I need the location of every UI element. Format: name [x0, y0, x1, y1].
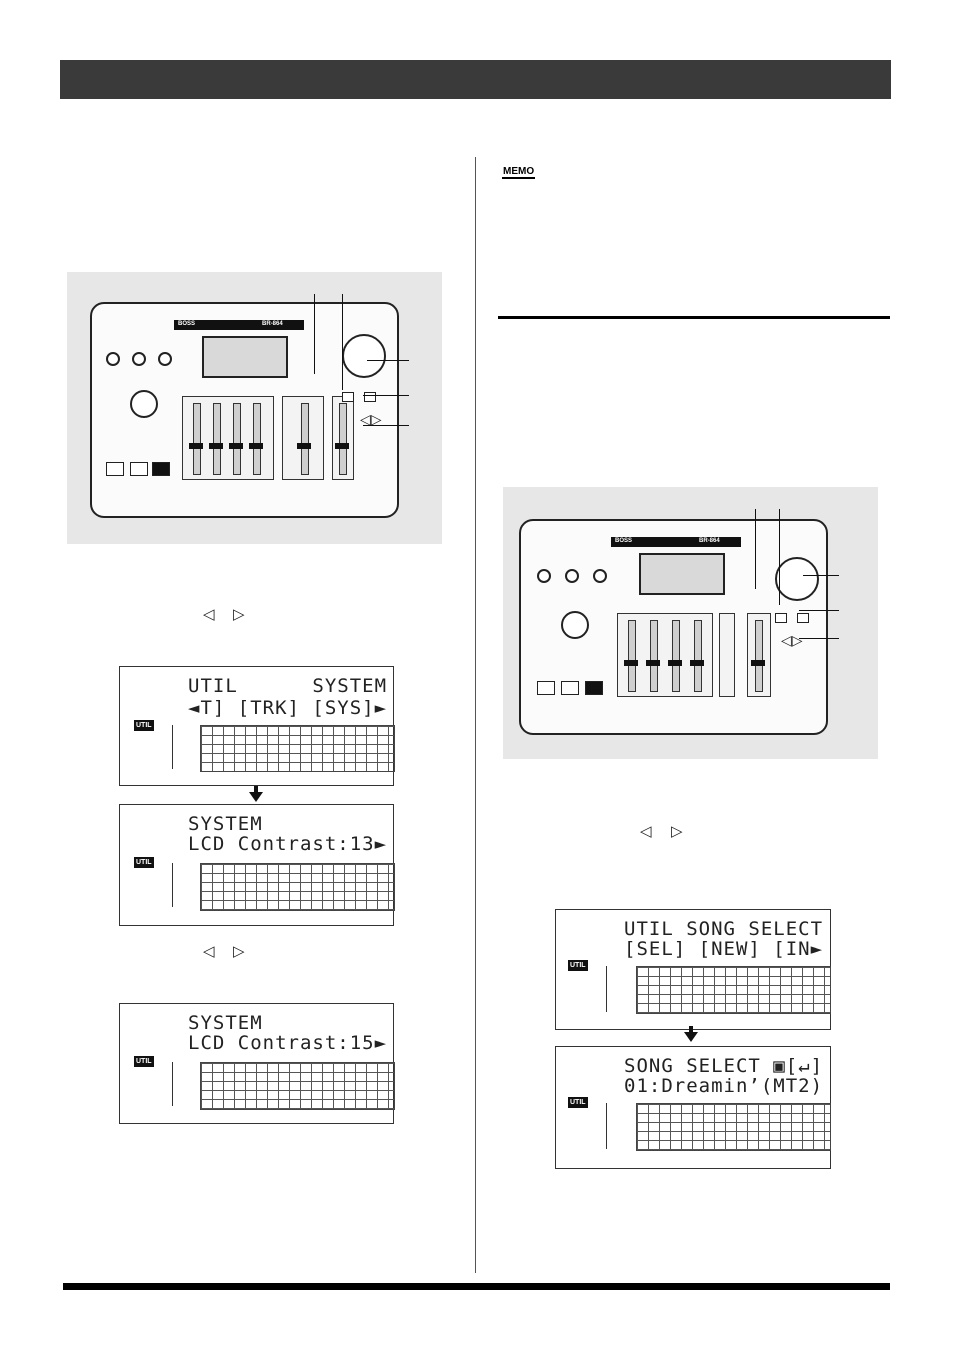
- input-knob-3: [158, 352, 172, 366]
- exit-button: [797, 613, 809, 623]
- stop-button: [106, 462, 124, 476]
- callout-line: [755, 509, 756, 589]
- lcd-divider: [172, 1062, 173, 1106]
- cursor-arrows: ◁▷: [781, 633, 803, 649]
- cursor-left-icon: ◁: [203, 605, 215, 623]
- brand-label: BOSS: [615, 538, 633, 544]
- util-badge: UTIL: [134, 720, 154, 731]
- device-body: BOSS BR-864 ◁▷: [519, 519, 828, 735]
- device-screen: [639, 553, 725, 595]
- master-fader-area: [332, 396, 354, 480]
- memo-icon: MEMO: [502, 166, 536, 179]
- input-level-knob: [130, 390, 158, 418]
- lcd-divider: [172, 725, 173, 769]
- track-fader-area: [182, 396, 274, 480]
- lcd-divider: [172, 863, 173, 907]
- lcd-dot-grid: [200, 1062, 395, 1110]
- callout-line: [342, 294, 343, 390]
- lcd-line-1: SYSTEM: [188, 1012, 263, 1034]
- section-rule: [498, 316, 890, 319]
- lcd-screen-contrast-15: SYSTEM LCD Contrast:15► UTIL: [119, 1003, 395, 1124]
- lcd-screen-util-system: UTIL SYSTEM ◄T] [TRK] [SYS]► UTIL: [119, 666, 395, 786]
- play-button: [130, 462, 148, 476]
- model-label: BR-864: [699, 538, 720, 544]
- column-divider: [475, 157, 476, 1273]
- callout-line: [799, 610, 839, 611]
- rec-button: [585, 681, 603, 695]
- cursor-right-icon: ▷: [671, 822, 683, 840]
- lcd-line-2: LCD Contrast:13►: [188, 833, 388, 855]
- rhythm-fader-area: [282, 396, 324, 480]
- device-screen: [202, 336, 288, 378]
- lcd-screen-util-song-select: UTIL SONG SELECT [SEL] [NEW] [IN► UTIL: [555, 909, 831, 1030]
- lcd-line-2: LCD Contrast:15►: [188, 1032, 388, 1054]
- lcd-dot-grid: [636, 966, 831, 1014]
- cursor-right-icon: ▷: [233, 605, 245, 623]
- callout-line: [363, 425, 409, 426]
- rhythm-fader-area: [719, 613, 735, 697]
- cursor-left-icon: ◁: [203, 942, 215, 960]
- lcd-divider: [606, 966, 607, 1012]
- brand-band: [174, 320, 304, 330]
- lcd-line-1: SONG SELECT ▣[↵]: [624, 1055, 824, 1077]
- lcd-line-2: 01:Dreamin’(MT2): [624, 1075, 824, 1097]
- lcd-screen-song-select: SONG SELECT ▣[↵] 01:Dreamin’(MT2) UTIL: [555, 1046, 831, 1169]
- cursor-right-icon: ▷: [233, 942, 245, 960]
- lcd-line-1: UTIL SONG SELECT: [624, 918, 824, 940]
- util-badge: UTIL: [568, 1097, 588, 1108]
- lcd-dot-grid: [200, 725, 395, 772]
- device-body: BOSS BR-864 ◁▷: [90, 302, 399, 518]
- brand-label: BOSS: [178, 321, 196, 327]
- exit-button: [364, 392, 376, 402]
- master-fader-area: [747, 613, 771, 697]
- device-illustration-left: BOSS BR-864 ◁▷: [67, 272, 442, 544]
- input-knob-1: [537, 569, 551, 583]
- model-label: BR-864: [262, 321, 283, 327]
- input-knob-3: [593, 569, 607, 583]
- rec-button: [152, 462, 170, 476]
- util-badge: UTIL: [134, 857, 154, 868]
- lcd-line-1: UTIL SYSTEM: [188, 675, 388, 697]
- cursor-arrows: ◁▷: [360, 412, 382, 428]
- input-level-knob: [561, 611, 589, 639]
- input-knob-1: [106, 352, 120, 366]
- lcd-line-2: [SEL] [NEW] [IN►: [624, 938, 824, 960]
- callout-line: [314, 294, 315, 374]
- cursor-left-icon: ◁: [640, 822, 652, 840]
- callout-line: [803, 575, 839, 576]
- device-illustration-right: BOSS BR-864 ◁▷: [503, 487, 878, 759]
- stop-button: [537, 681, 555, 695]
- callout-line: [779, 509, 780, 605]
- down-arrow-icon: [249, 786, 263, 802]
- callout-line: [367, 360, 409, 361]
- callout-line: [799, 638, 839, 639]
- lcd-line-1: SYSTEM: [188, 813, 263, 835]
- down-arrow-icon: [684, 1026, 698, 1042]
- value-dial: [342, 334, 386, 378]
- lcd-dot-grid: [636, 1103, 831, 1151]
- util-badge: UTIL: [134, 1056, 154, 1067]
- callout-line: [363, 395, 409, 396]
- input-knob-2: [132, 352, 146, 366]
- input-knob-2: [565, 569, 579, 583]
- lcd-divider: [606, 1103, 607, 1149]
- lcd-line-2: ◄T] [TRK] [SYS]►: [188, 697, 388, 719]
- util-badge: UTIL: [568, 960, 588, 971]
- brand-band: [611, 537, 741, 547]
- footer-bar: [63, 1283, 890, 1290]
- value-dial: [775, 557, 819, 601]
- enter-button: [775, 613, 787, 623]
- play-button: [561, 681, 579, 695]
- header-bar: [60, 60, 891, 99]
- lcd-dot-grid: [200, 863, 395, 911]
- lcd-screen-contrast-13: SYSTEM LCD Contrast:13► UTIL: [119, 804, 395, 926]
- track-fader-area: [617, 613, 713, 697]
- enter-button: [342, 392, 354, 402]
